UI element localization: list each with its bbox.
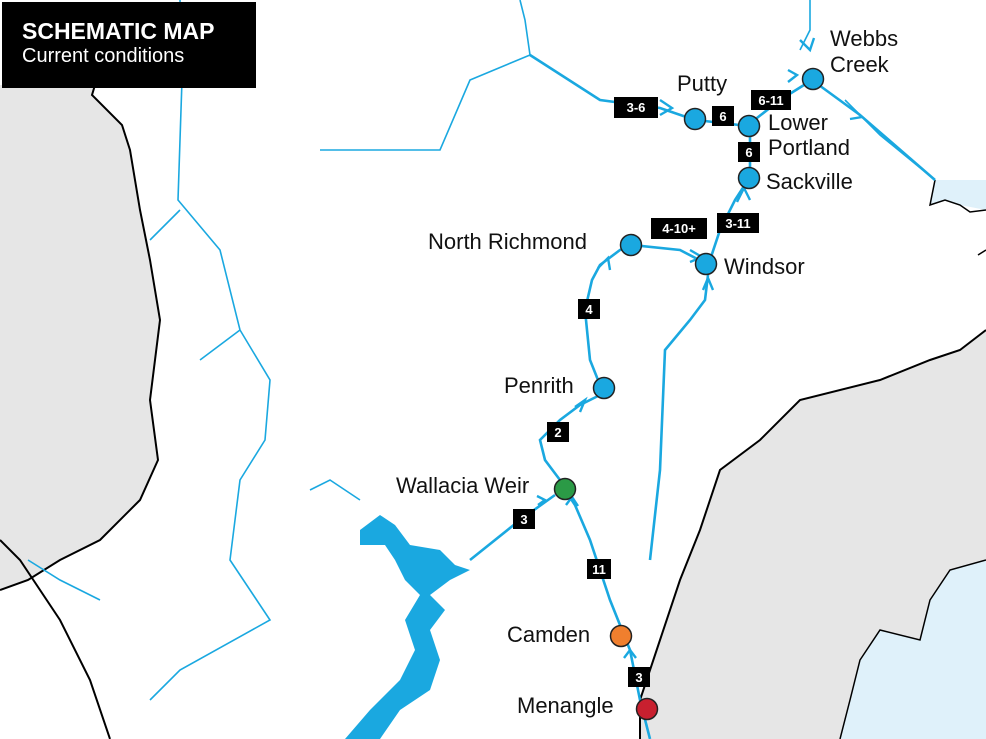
label-webbs-creek-2: Creek	[830, 52, 890, 77]
travel-time-lower-portland-webbs: 6-11	[751, 90, 791, 110]
station-sackville[interactable]	[737, 166, 761, 190]
station-menangle[interactable]	[635, 697, 659, 721]
svg-text:6-11: 6-11	[758, 93, 783, 108]
station-webbs-creek[interactable]	[801, 67, 825, 91]
land-left	[0, 85, 160, 590]
boundary-left-2	[0, 539, 111, 739]
travel-time-putty-approach: 3-6	[614, 97, 658, 118]
station-putty[interactable]	[683, 107, 707, 131]
label-camden: Camden	[507, 622, 590, 647]
svg-text:3: 3	[520, 512, 527, 527]
travel-time-windsor-sackville: 3-11	[717, 213, 759, 233]
label-lower-portland-2: Portland	[768, 135, 850, 160]
svg-text:4-10+: 4-10+	[662, 221, 696, 236]
travel-time-lake-wallacia: 3	[513, 509, 535, 529]
travel-time-north-richmond-windsor: 4-10+	[651, 218, 707, 239]
coast-top-right	[929, 179, 986, 213]
travel-time-wallacia-penrith: 2	[547, 422, 569, 442]
sea-top-right	[930, 180, 986, 210]
station-windsor[interactable]	[694, 252, 718, 276]
travel-time-menangle-camden: 3	[628, 667, 650, 687]
label-wallacia-weir: Wallacia Weir	[396, 473, 529, 498]
station-north-richmond[interactable]	[619, 233, 643, 257]
label-sackville: Sackville	[766, 169, 853, 194]
station-camden[interactable]	[609, 624, 633, 648]
travel-time-sackville-lower-portland: 6	[738, 142, 760, 162]
svg-text:3: 3	[635, 670, 642, 685]
svg-text:3-6: 3-6	[627, 100, 646, 115]
svg-text:4: 4	[585, 302, 593, 317]
flow-arrows	[536, 37, 865, 659]
label-penrith: Penrith	[504, 373, 574, 398]
label-lower-portland: Lower	[768, 110, 828, 135]
travel-time-camden-wallacia: 11	[587, 559, 611, 579]
map-title-box: SCHEMATIC MAP Current conditions	[2, 2, 256, 88]
svg-text:6: 6	[719, 109, 726, 124]
station-wallacia-weir[interactable]	[553, 477, 577, 501]
boundary-left	[0, 84, 162, 591]
boundary-right	[639, 329, 986, 739]
stations	[553, 67, 825, 721]
svg-text:3-11: 3-11	[725, 216, 750, 231]
map-title: SCHEMATIC MAP	[22, 18, 215, 44]
travel-time-putty-lower-portland: 6	[712, 106, 734, 126]
station-lower-portland[interactable]	[737, 114, 761, 138]
svg-text:6: 6	[745, 145, 752, 160]
label-north-richmond: North Richmond	[428, 229, 587, 254]
travel-time-penrith-north-richmond: 4	[578, 299, 600, 319]
map-subtitle: Current conditions	[22, 45, 185, 67]
station-penrith[interactable]	[592, 376, 616, 400]
travel-time-boxes: 3-6 6 6-11 6 4-10+ 3-11 4 2	[513, 90, 791, 687]
label-windsor: Windsor	[724, 254, 805, 279]
coast-mark	[977, 249, 986, 256]
svg-text:11: 11	[592, 562, 606, 577]
coastline	[839, 559, 986, 739]
label-menangle: Menangle	[517, 693, 614, 718]
label-putty: Putty	[677, 71, 727, 96]
svg-text:2: 2	[554, 425, 561, 440]
lake	[345, 515, 470, 739]
label-webbs-creek: Webbs	[830, 26, 898, 51]
station-labels: Webbs Creek Putty Lower Portland Sackvil…	[396, 26, 898, 718]
sea	[840, 560, 986, 739]
